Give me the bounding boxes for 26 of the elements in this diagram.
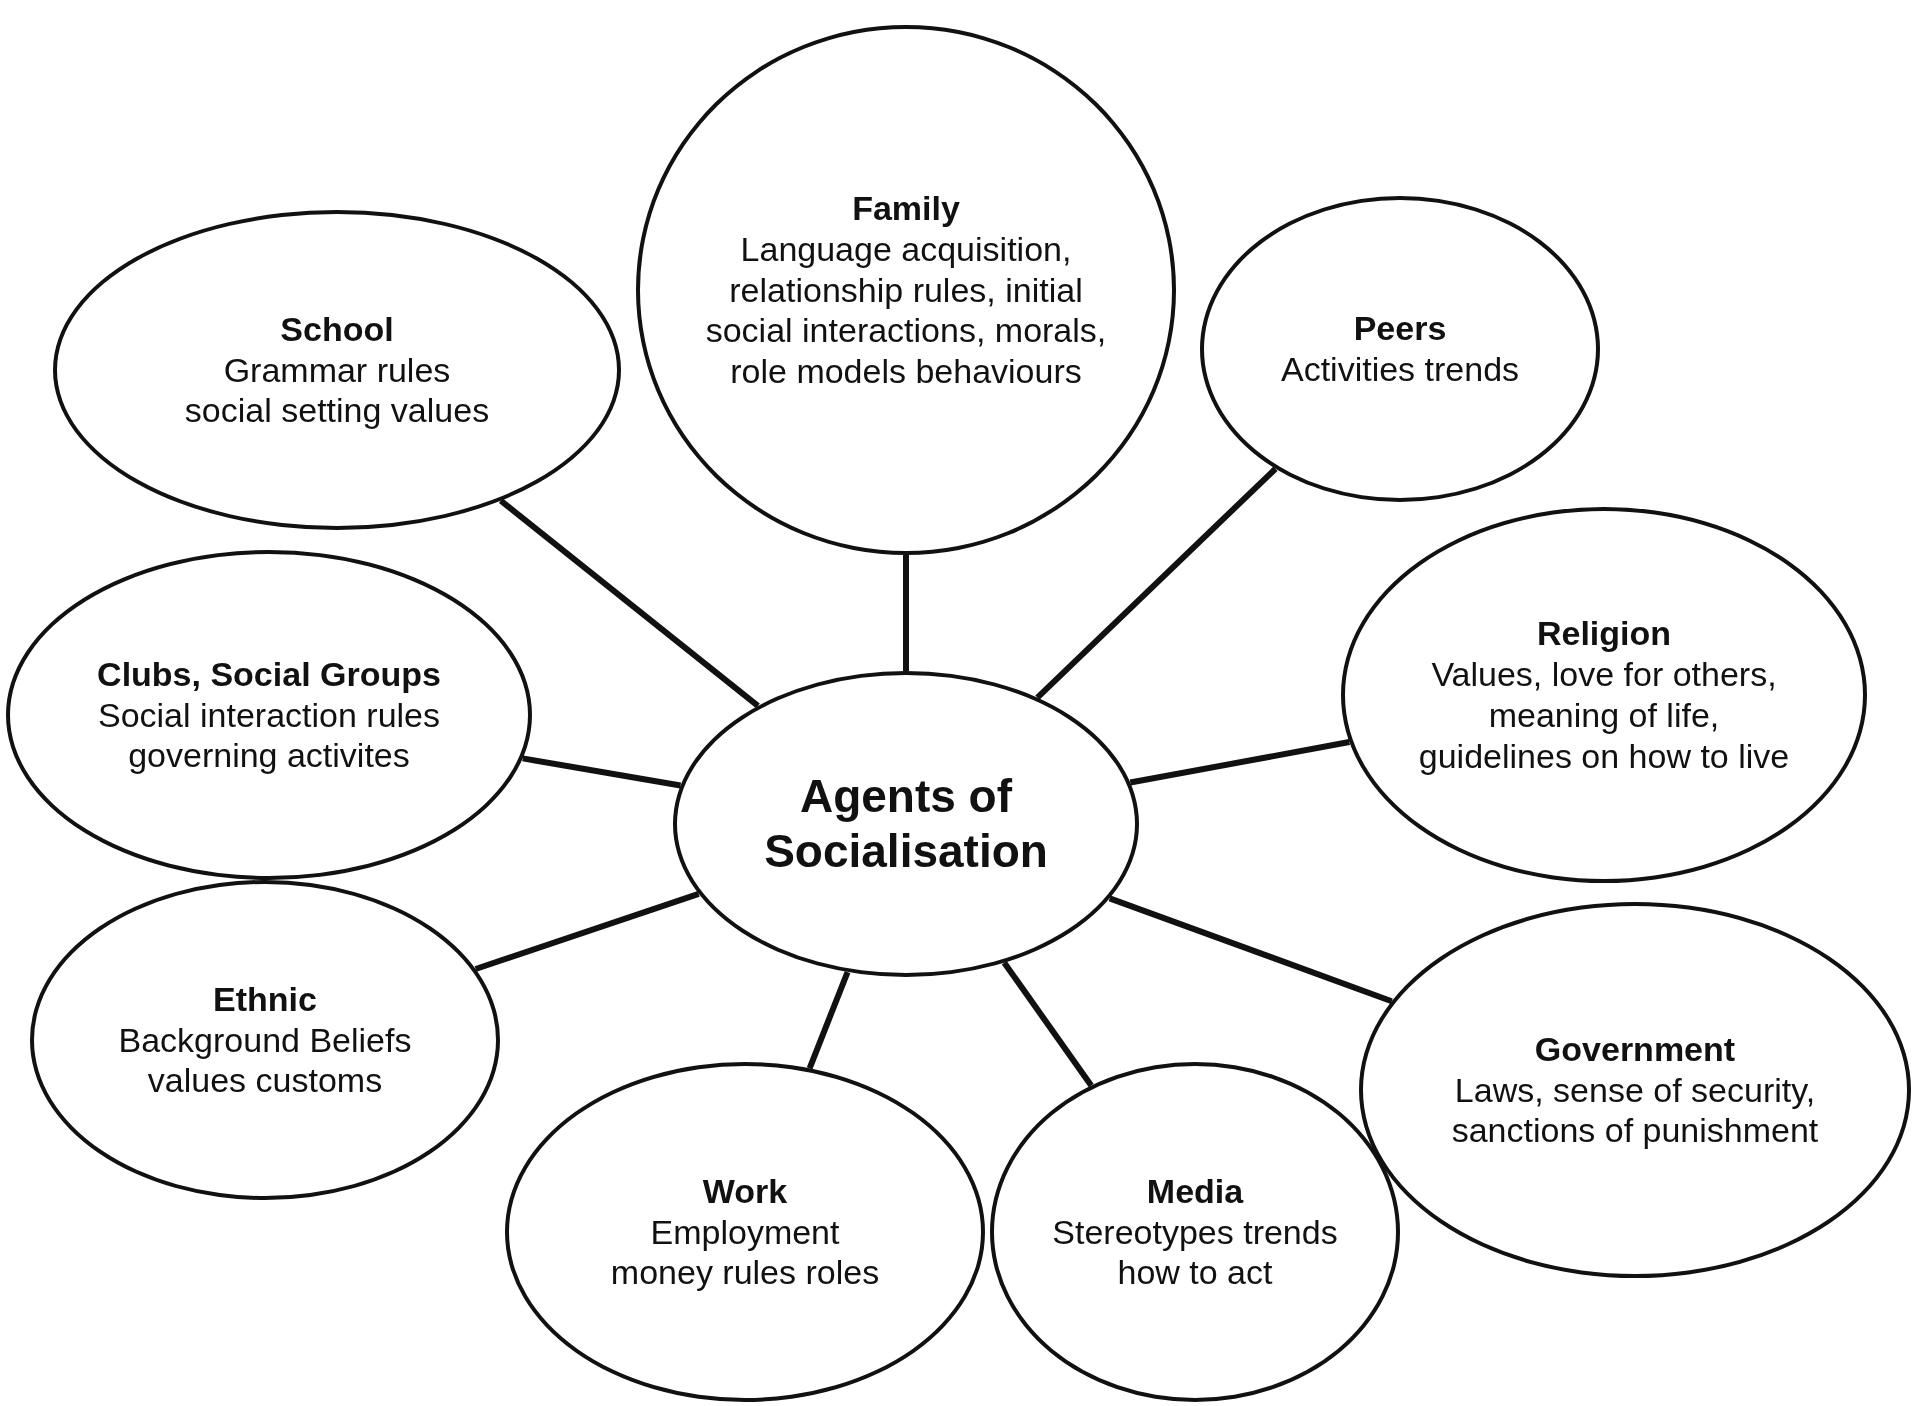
agent-heading: Family: [852, 188, 960, 229]
connector-line: [1001, 961, 1094, 1088]
connector-line: [1035, 466, 1278, 700]
agent-description: Stereotypes trends how to act: [1051, 1211, 1339, 1294]
agent-heading: Ethnic: [213, 978, 317, 1020]
center-title: Agents of Socialisation: [763, 768, 1049, 879]
agent-description: Background Beliefs values customs: [117, 1019, 413, 1102]
agent-heading: Media: [1146, 1170, 1244, 1212]
agent-description: Social interaction rules governing activites: [96, 694, 442, 777]
agent-description: Language acquisition, relationship rules, initial social interactions, morals, role models behaviours: [704, 228, 1108, 392]
agent-description: Laws, sense of security, sanctions of punishment: [1450, 1069, 1820, 1152]
connector-line: [1108, 895, 1393, 1005]
agent-heading: Work: [702, 1170, 788, 1212]
agent-heading: Government: [1534, 1028, 1736, 1070]
agent-description: Values, love for others, meaning of life, guidelines on how to live: [1417, 654, 1791, 777]
agent-heading: Religion: [1536, 613, 1672, 655]
agent-description: Grammar rules social setting values: [183, 349, 491, 432]
connector-line: [1129, 739, 1350, 786]
agent-heading: Clubs, Social Groups: [97, 653, 441, 695]
agent-description: Employment money rules roles: [609, 1211, 881, 1294]
agent-heading: Peers: [1353, 308, 1447, 349]
agent-heading: School: [280, 308, 394, 350]
agent-description: Activities trends: [1280, 349, 1520, 390]
connector-line: [903, 555, 909, 671]
connector-line: [498, 498, 760, 709]
connector-line: [474, 891, 700, 972]
